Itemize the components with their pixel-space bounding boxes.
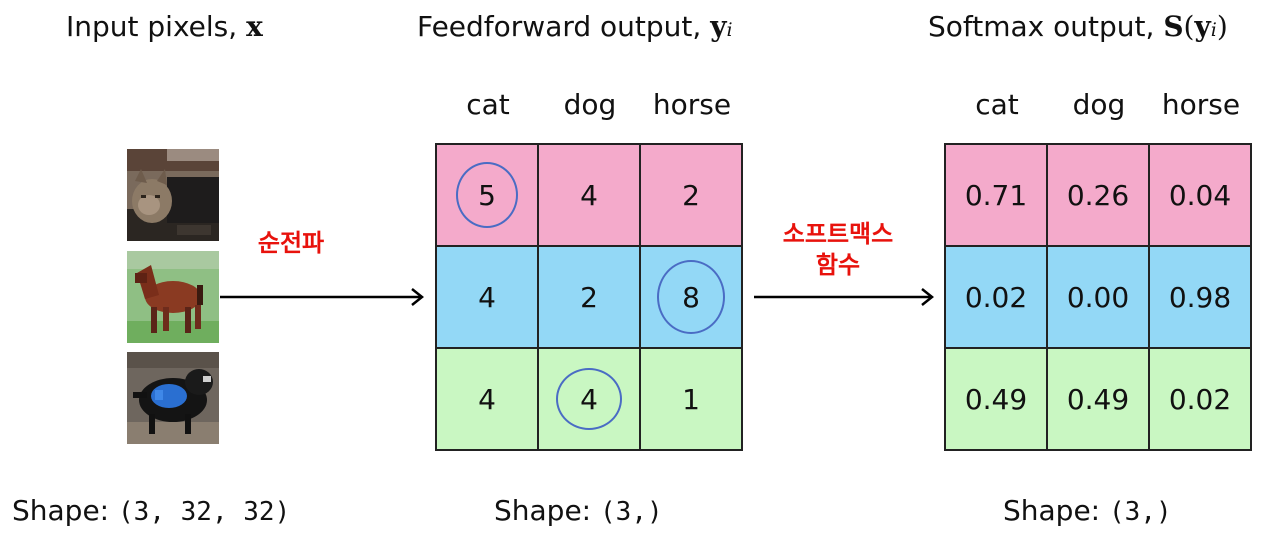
feedforward-shape-value: (3,) (600, 497, 663, 527)
forward-pass-label: 순전파 (257, 229, 325, 257)
softmax-title: Softmax output, S(yi) (928, 10, 1228, 43)
ff-cell-0-0: 5 (437, 145, 539, 247)
ff-value: 1 (682, 382, 700, 416)
sm-value: 0.00 (1066, 280, 1130, 314)
input-shape-value: (3, 32, 32) (118, 497, 291, 527)
sm-cell-0-0: 0.71 (946, 145, 1048, 247)
sm-value: 0.02 (964, 280, 1028, 314)
sm-value: 0.26 (1066, 178, 1130, 212)
highlight-circle (556, 368, 622, 430)
horse-image (127, 251, 219, 343)
sm-value: 0.71 (964, 178, 1028, 212)
ff-cell-1-1: 2 (539, 247, 641, 349)
ff-col-header-dog: dog (563, 88, 617, 121)
softmax-label-line1: 소프트맥스 (782, 220, 894, 248)
highlight-circle (456, 162, 518, 228)
softmax-symbol: y (1194, 10, 1211, 43)
sm-cell-0-2: 0.04 (1150, 145, 1252, 247)
ff-value: 2 (580, 280, 598, 314)
feedforward-table: 5 4 2 4 2 8 4 4 1 (435, 143, 743, 451)
input-shape: Shape: (3, 32, 32) (12, 494, 290, 527)
softmax-title-text: Softmax output, (928, 10, 1155, 43)
softmax-shape-value: (3,) (1109, 497, 1172, 527)
sm-cell-2-0: 0.49 (946, 349, 1048, 451)
softmax-label-line2: 함수 (815, 251, 861, 279)
softmax-function-label: 소프트맥스 함수 (758, 219, 918, 281)
dog-image (127, 352, 219, 444)
ff-cell-1-0: 4 (437, 247, 539, 349)
sm-value: 0.02 (1168, 382, 1232, 416)
shape-label: Shape: (1003, 494, 1101, 527)
feedforward-subscript: i (726, 19, 733, 41)
ff-cell-1-2: 8 (641, 247, 743, 349)
ff-cell-0-2: 2 (641, 145, 743, 247)
ff-value: 4 (478, 382, 496, 416)
softmax-shape: Shape: (3,) (1003, 494, 1172, 527)
ff-cell-2-2: 1 (641, 349, 743, 451)
feedforward-title: Feedforward output, yi (417, 10, 733, 43)
ff-col-header-cat: cat (466, 88, 510, 121)
sm-value: 0.49 (964, 382, 1028, 416)
input-title: Input pixels, x (66, 10, 263, 43)
softmax-S-symbol: S (1163, 10, 1184, 43)
shape-label: Shape: (12, 494, 110, 527)
sm-value: 0.04 (1168, 178, 1232, 212)
sm-cell-0-1: 0.26 (1048, 145, 1150, 247)
sm-col-header-cat: cat (975, 88, 1019, 121)
softmax-arrow (754, 288, 935, 306)
sm-col-header-horse: horse (1161, 88, 1241, 121)
input-symbol: x (246, 10, 263, 43)
sm-cell-2-1: 0.49 (1048, 349, 1150, 451)
sm-value: 0.49 (1066, 382, 1130, 416)
cat-image (127, 149, 219, 241)
sm-cell-2-2: 0.02 (1150, 349, 1252, 451)
ff-cell-2-1: 4 (539, 349, 641, 451)
feedforward-symbol: y (710, 10, 727, 43)
input-title-text: Input pixels, (66, 10, 238, 43)
ff-value: 2 (682, 178, 700, 212)
sm-cell-1-1: 0.00 (1048, 247, 1150, 349)
softmax-table: 0.71 0.26 0.04 0.02 0.00 0.98 0.49 0.49 … (944, 143, 1252, 451)
ff-value: 4 (580, 178, 598, 212)
feedforward-title-text: Feedforward output, (417, 10, 702, 43)
ff-cell-0-1: 4 (539, 145, 641, 247)
ff-value: 4 (478, 280, 496, 314)
sm-cell-1-2: 0.98 (1150, 247, 1252, 349)
ff-col-header-horse: horse (652, 88, 732, 121)
sm-value: 0.98 (1168, 280, 1232, 314)
highlight-circle (657, 260, 725, 334)
sm-cell-1-0: 0.02 (946, 247, 1048, 349)
shape-label: Shape: (494, 494, 592, 527)
ff-cell-2-0: 4 (437, 349, 539, 451)
forward-arrow (220, 288, 425, 306)
softmax-subscript: i (1210, 19, 1217, 41)
sm-col-header-dog: dog (1072, 88, 1126, 121)
feedforward-shape: Shape: (3,) (494, 494, 663, 527)
